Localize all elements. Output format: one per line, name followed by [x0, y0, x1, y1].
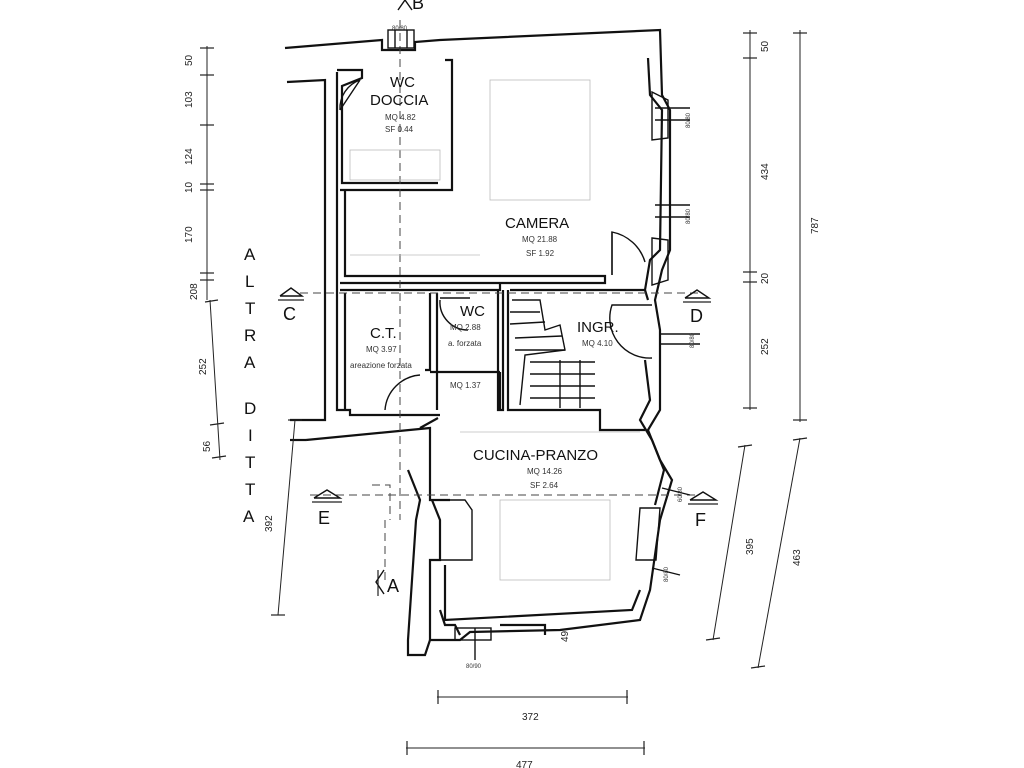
svg-text:MQ 21.88: MQ 21.88	[522, 235, 558, 244]
door-ct-arc	[384, 374, 421, 411]
dimension-lines	[200, 30, 808, 755]
door-camera-arc	[611, 231, 646, 275]
svg-text:434: 434	[760, 163, 771, 180]
svg-text:392: 392	[264, 515, 275, 532]
svg-text:E: E	[318, 508, 330, 528]
svg-text:A: A	[244, 353, 256, 372]
svg-text:SF 2.64: SF 2.64	[530, 481, 559, 490]
svg-text:50: 50	[184, 54, 195, 66]
svg-text:MQ 1.37: MQ 1.37	[450, 381, 481, 390]
svg-text:INGR.: INGR.	[577, 319, 619, 336]
svg-text:80/80: 80/80	[686, 112, 692, 128]
svg-text:D: D	[690, 306, 703, 326]
svg-text:20: 20	[760, 272, 771, 284]
section-marker-c: C	[278, 287, 305, 324]
svg-text:WC: WC	[460, 303, 485, 320]
section-marker-a: A	[375, 569, 399, 596]
room-cucina-pranzo: CUCINA-PRANZO MQ 14.26 SF 2.64	[473, 447, 598, 490]
room-labels: WC DOCCIA MQ 4.82 SF 0.44 CAMERA MQ 21.8…	[350, 74, 619, 490]
svg-text:80/90: 80/90	[466, 664, 482, 670]
svg-text:395: 395	[745, 538, 756, 555]
svg-text:60/80: 60/80	[678, 486, 684, 502]
svg-text:49: 49	[560, 630, 571, 642]
svg-text:CAMERA: CAMERA	[505, 215, 569, 232]
door-ingresso-arc	[609, 304, 653, 359]
svg-text:124: 124	[184, 148, 195, 165]
svg-text:WC: WC	[390, 74, 415, 91]
svg-text:787: 787	[810, 217, 821, 234]
neighbor-label: A L T R A D I T T A	[243, 245, 256, 526]
svg-text:D: D	[244, 399, 256, 418]
svg-text:L: L	[245, 272, 254, 291]
svg-text:208: 208	[189, 283, 200, 300]
svg-text:MQ 3.97: MQ 3.97	[366, 345, 397, 354]
svg-text:50: 50	[760, 40, 771, 52]
staircase	[509, 299, 595, 408]
svg-text:372: 372	[522, 712, 539, 723]
section-marker-b: B	[397, 0, 424, 13]
svg-text:56: 56	[202, 440, 213, 452]
svg-text:T: T	[245, 299, 255, 318]
section-lines	[300, 20, 700, 580]
svg-text:MQ 4.82: MQ 4.82	[385, 113, 416, 122]
svg-text:477: 477	[516, 760, 533, 768]
svg-text:A: A	[244, 245, 256, 264]
svg-text:SF 0.44: SF 0.44	[385, 125, 414, 134]
svg-text:C.T.: C.T.	[370, 325, 397, 342]
svg-text:80/80: 80/80	[686, 208, 692, 224]
svg-text:CUCINA-PRANZO: CUCINA-PRANZO	[473, 447, 598, 464]
svg-text:170: 170	[184, 226, 195, 243]
room-camera: CAMERA MQ 21.88 SF 1.92	[505, 215, 569, 258]
wall-wc-doccia	[340, 58, 607, 285]
svg-text:80/80: 80/80	[664, 566, 670, 582]
walls	[284, 28, 674, 657]
svg-text:80/80: 80/80	[690, 332, 696, 348]
window-markers	[387, 29, 700, 660]
svg-text:252: 252	[198, 358, 209, 375]
svg-text:MQ 2.88: MQ 2.88	[450, 323, 481, 332]
svg-text:10: 10	[184, 181, 195, 193]
outer-wall-left	[286, 78, 327, 422]
room-ct: C.T. MQ 3.97 areazione forzata	[350, 325, 412, 370]
svg-text:A: A	[387, 576, 399, 596]
svg-text:DOCCIA: DOCCIA	[370, 92, 428, 109]
furniture-faint	[349, 79, 611, 581]
svg-text:T: T	[245, 453, 255, 472]
inner-wall-right	[643, 57, 664, 301]
svg-text:MQ 14.26: MQ 14.26	[527, 467, 563, 476]
svg-text:SF 1.92: SF 1.92	[526, 249, 555, 258]
svg-text:103: 103	[184, 91, 195, 108]
room-disimpegno: MQ 1.37	[450, 381, 481, 390]
room-wc-doccia: WC DOCCIA MQ 4.82 SF 0.44	[370, 74, 428, 134]
section-marker-e: E	[312, 489, 343, 528]
svg-text:areazione forzata: areazione forzata	[350, 361, 412, 370]
svg-text:A: A	[243, 507, 255, 526]
svg-text:B: B	[412, 0, 424, 13]
svg-text:T: T	[245, 480, 255, 499]
svg-text:R: R	[244, 326, 256, 345]
svg-text:80/80: 80/80	[392, 26, 408, 32]
svg-text:C: C	[283, 304, 296, 324]
room-wc-small: WC MQ 2.88 a. forzata	[448, 303, 485, 348]
doors	[339, 79, 653, 411]
svg-text:463: 463	[792, 549, 803, 566]
svg-text:252: 252	[760, 338, 771, 355]
section-marker-d: D	[683, 289, 712, 326]
section-marker-f: F	[688, 491, 719, 530]
svg-text:F: F	[695, 510, 706, 530]
dimension-labels: 50 103 124 10 170 208 252 56 392 50 434 …	[184, 26, 821, 768]
svg-text:I: I	[248, 426, 253, 445]
wall-cucina-left	[305, 417, 450, 502]
section-markers: B C D E F A	[278, 0, 719, 596]
svg-text:MQ 4.10: MQ 4.10	[582, 339, 613, 348]
room-ingresso: INGR. MQ 4.10	[577, 319, 619, 348]
svg-text:a. forzata: a. forzata	[448, 339, 482, 348]
